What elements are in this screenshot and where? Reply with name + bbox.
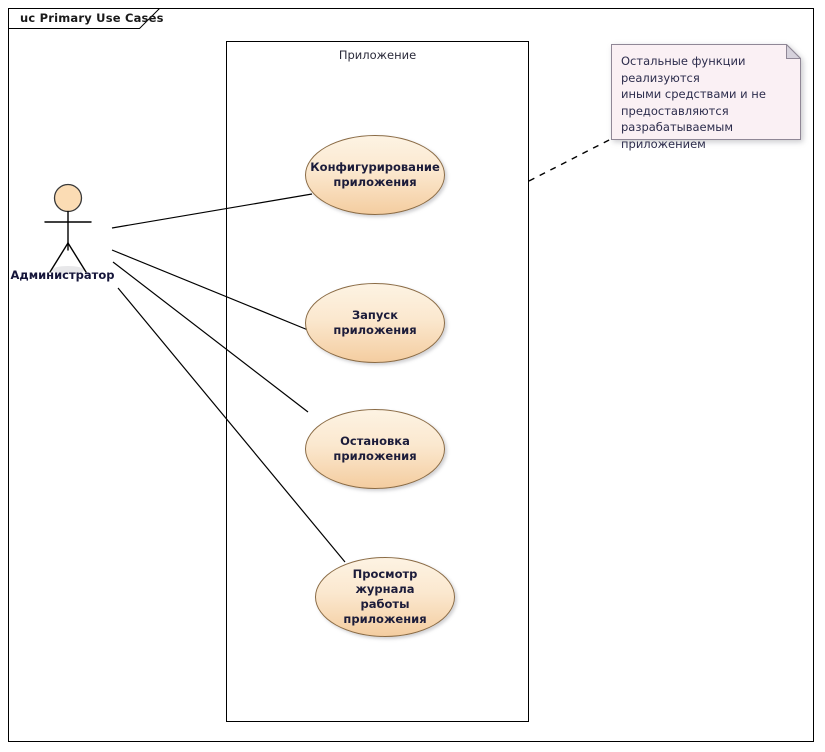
usecase-view-log-label: Просмотр журнала работы приложения [343,567,427,626]
actor-label: Администратор [10,268,115,282]
system-boundary-label: Приложение [338,48,417,62]
usecase-stop-label: Остановка приложения [333,434,417,463]
actor-administrator[interactable] [20,180,125,285]
usecase-start-label: Запуск приложения [333,308,417,337]
note-shape-folded-corner [611,44,801,140]
usecase-configure-label: Конфигурирование приложения [310,160,440,189]
title-tab-shape [8,8,160,29]
usecase-start[interactable]: Запуск приложения [305,283,445,363]
usecase-stop[interactable]: Остановка приложения [305,409,445,489]
note-box[interactable]: Остальные функции реализуются иными сред… [611,44,801,151]
note-text: Остальные функции реализуются иными сред… [621,54,766,151]
actor-stick-figure-icon [44,183,92,274]
diagram-title-label: uc Primary Use Cases [20,11,164,25]
usecase-configure[interactable]: Конфигурирование приложения [305,135,445,215]
usecase-view-log[interactable]: Просмотр журнала работы приложения [315,557,455,637]
